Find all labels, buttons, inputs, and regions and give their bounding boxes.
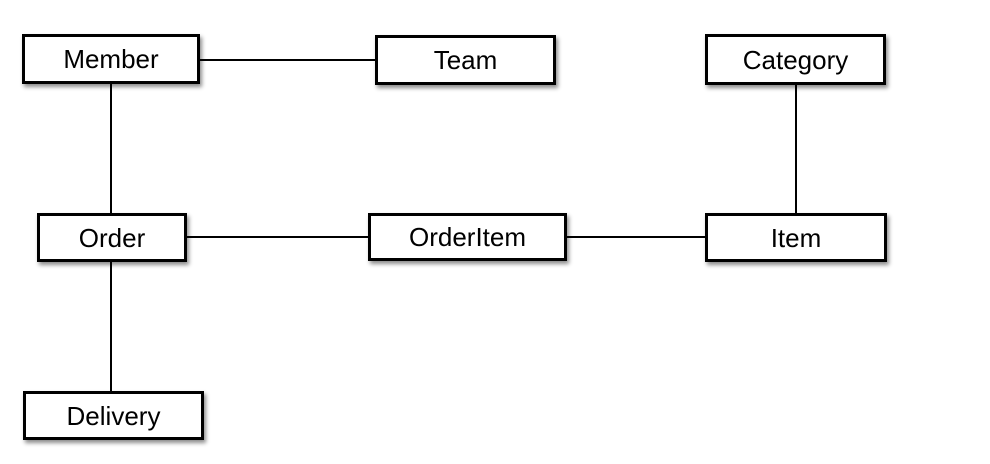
entity-label-category: Category (742, 44, 849, 75)
connector-category-item (795, 85, 797, 213)
entity-box-member: Member (22, 34, 200, 84)
entity-label-order: Order (78, 222, 146, 253)
entity-label-team: Team (433, 45, 498, 75)
connector-order-delivery (110, 262, 112, 391)
entity-box-delivery: Delivery (23, 391, 204, 440)
connector-order-orderitem (187, 236, 368, 238)
entity-box-team: Team (375, 35, 556, 85)
connector-member-team (200, 59, 375, 61)
entity-box-category: Category (705, 34, 886, 85)
entity-label-orderitem: OrderItem (408, 222, 527, 252)
entity-box-orderitem: OrderItem (368, 213, 567, 261)
entity-label-member: Member (63, 44, 159, 74)
entity-label-item: Item (770, 222, 822, 253)
entity-box-item: Item (705, 213, 887, 262)
connector-member-order (110, 84, 112, 213)
connector-orderitem-item (567, 236, 705, 238)
entity-box-order: Order (37, 213, 187, 262)
entity-label-delivery: Delivery (66, 400, 161, 431)
